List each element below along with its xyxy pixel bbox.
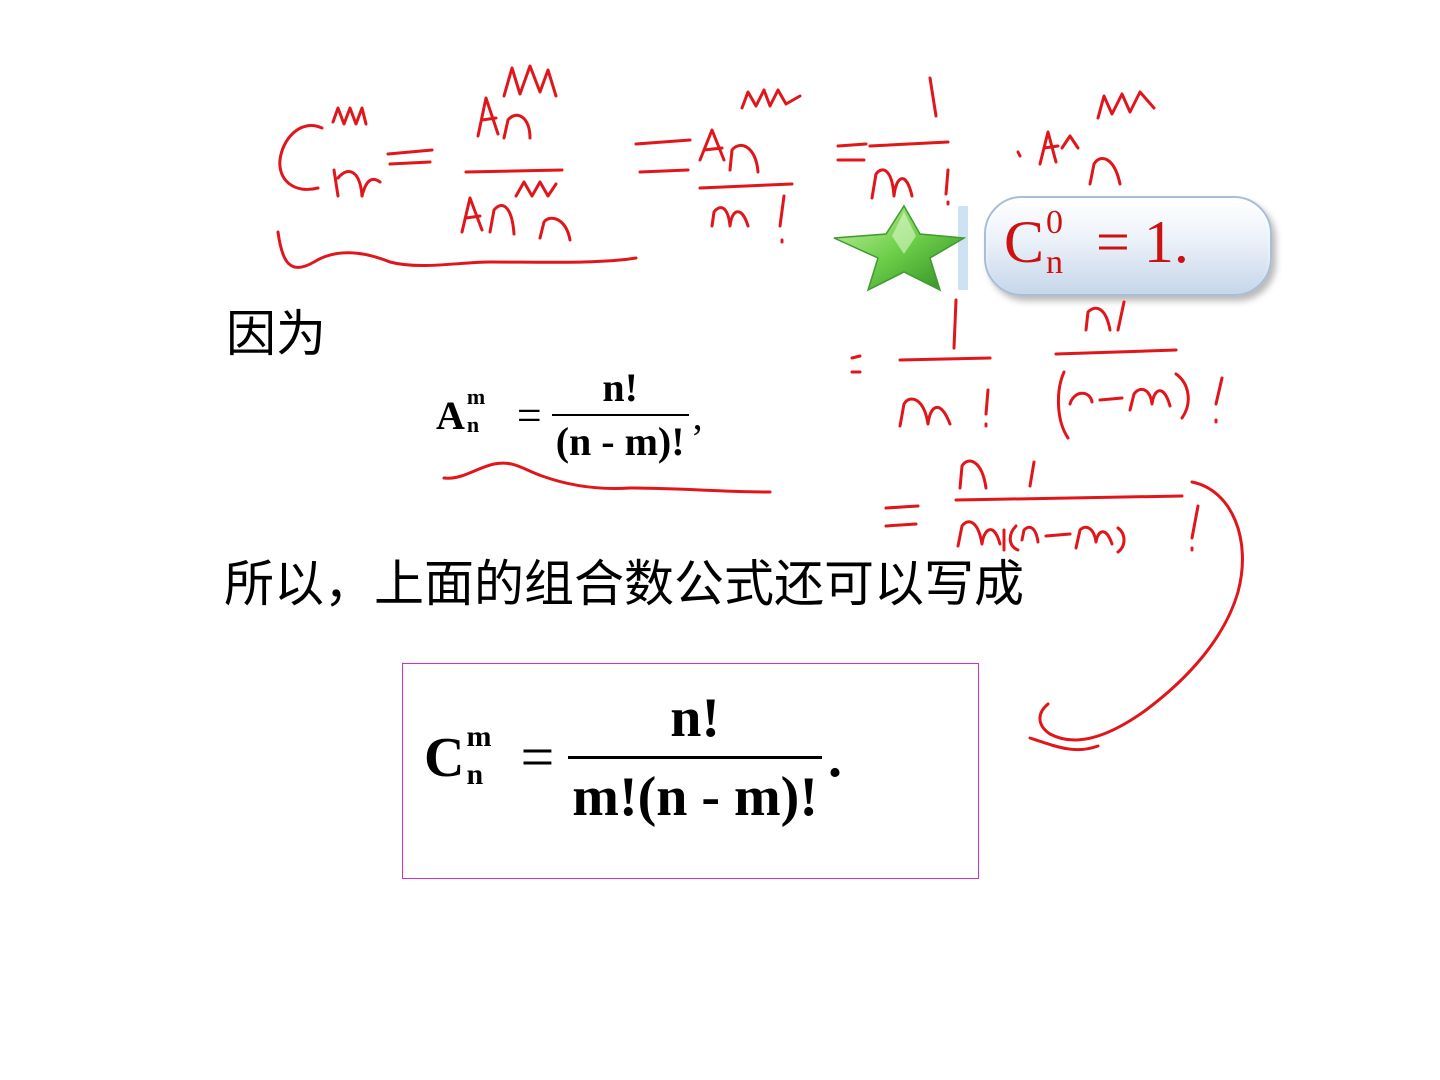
formula-c-period: . (827, 726, 842, 789)
formula-c-fraction: n! m!(n - m)! (568, 687, 822, 828)
c-letter: C (424, 726, 465, 789)
permutation-formula: A m n = n! (n - m)! , (436, 368, 703, 462)
formula-a-sup: m (466, 383, 486, 409)
formula-c-fraction-bar (568, 756, 822, 759)
formula-c-equals: = (520, 724, 555, 790)
formula-a-fraction: n! (n - m)! (551, 365, 689, 464)
formula-a-comma: , (692, 392, 703, 438)
pill-c-letter: C (1004, 209, 1045, 275)
formula-c-symbol: C m n (424, 721, 491, 790)
pill-equals: = (1096, 209, 1130, 275)
star-icon[interactable] (828, 202, 970, 294)
pill-sup: 0 (1046, 204, 1064, 241)
formula-c-numerator: n! (670, 687, 721, 749)
zero-combination-pill[interactable] (984, 196, 1272, 296)
combination-formula: C m n = n! m!(n - m)! . (424, 690, 842, 825)
formula-a-numerator: n! (602, 365, 638, 410)
pill-sub: n (1046, 244, 1064, 281)
combination-formula-box (402, 663, 979, 879)
zero-combination-formula: C 0 n = 1. (1004, 206, 1189, 280)
star-side-bar (958, 206, 968, 290)
formula-a-denominator: (n - m)! (555, 419, 685, 464)
pill-rhs: 1. (1143, 209, 1189, 275)
pill-c-symbol: C 0 n (1004, 206, 1063, 280)
formula-a-sub: n (466, 411, 480, 437)
formula-a-equals: = (516, 390, 542, 440)
formula-a-symbol: A m n (436, 385, 485, 439)
formula-c-denominator: m!(n - m)! (572, 766, 818, 828)
a-letter: A (436, 392, 465, 438)
formula-c-sub: n (466, 757, 484, 791)
because-text: 因为 (226, 305, 326, 363)
therefore-text: 所以，上面的组合数公式还可以写成 (224, 555, 1024, 613)
formula-c-sup: m (466, 719, 492, 753)
formula-a-fraction-bar (551, 414, 689, 416)
